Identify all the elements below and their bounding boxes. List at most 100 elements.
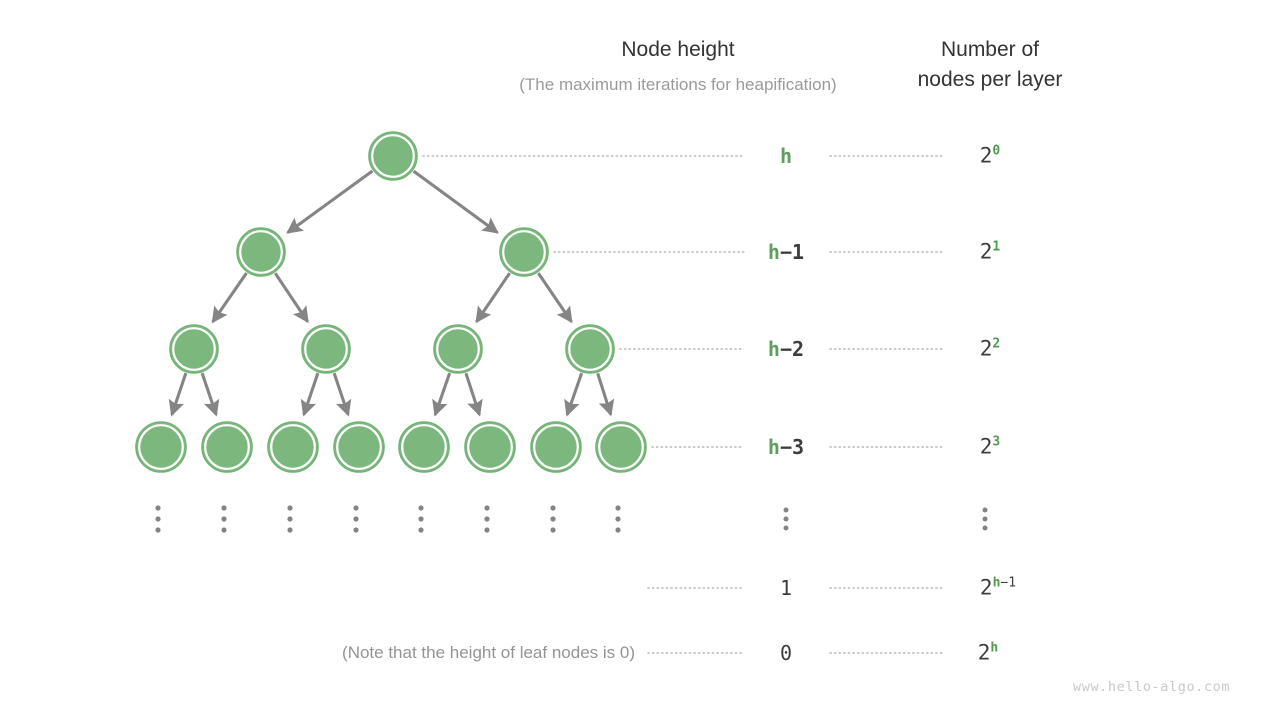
node-count-row-2-exp: 2 <box>992 336 1001 352</box>
tree-edge-arrow <box>564 372 584 417</box>
tree-edge-arrow <box>168 372 188 417</box>
tree-edge-arrow <box>200 372 220 417</box>
tree-node-layer2-2[interactable] <box>433 324 483 374</box>
tree-node-layer3-6[interactable] <box>530 421 582 473</box>
ellipsis-dot-1 <box>287 516 293 522</box>
tree-edges <box>168 169 615 417</box>
ellipsis-dot-2 <box>287 527 293 533</box>
tree-edge-arrow <box>537 272 573 324</box>
node-inner-ring <box>239 230 283 274</box>
tree-edge-arrow <box>432 372 452 417</box>
height-label-row-3: h−3 <box>768 435 804 459</box>
node-core <box>439 330 477 368</box>
tree-ellipsis-col-6 <box>550 505 556 533</box>
ellipsis-height-column <box>783 507 789 531</box>
ellipsis-dot-0 <box>221 505 227 511</box>
node-core <box>601 427 641 467</box>
node-count-row-0-base: 2 <box>979 143 993 168</box>
node-core <box>470 427 510 467</box>
node-count-row-0: 20 <box>979 143 1001 168</box>
tree-node-layer3-2[interactable] <box>267 421 319 473</box>
ellipsis-dot-2 <box>550 527 556 533</box>
tree-node-layer3-1[interactable] <box>201 421 253 473</box>
ellipsis-dot-2 <box>353 527 359 533</box>
node-count-tail-0-base: 2 <box>979 575 993 600</box>
tree-ellipsis-col-1 <box>221 505 227 533</box>
node-core <box>404 427 444 467</box>
node-inner-ring <box>371 134 415 178</box>
tree-node-layer2-1[interactable] <box>301 324 351 374</box>
height-label-row-3-prefix: h <box>767 435 780 459</box>
tree-ellipsis-col-2 <box>287 505 293 533</box>
column-header-node-count-line2: nodes per layer <box>917 68 1063 91</box>
node-inner-ring <box>401 424 447 470</box>
node-count-tail-0-exp-plain: −1 <box>1000 575 1017 591</box>
height-label-row-2: h−2 <box>768 337 804 361</box>
node-core <box>242 233 280 271</box>
node-count-row-3: 23 <box>980 434 1001 458</box>
ellipsis-dot-0 <box>287 505 293 511</box>
tree-node-layer0-0[interactable] <box>368 131 418 181</box>
tree-node-layer3-7[interactable] <box>595 421 647 473</box>
column-header-node-height: Node height <box>621 38 735 61</box>
ellipsis-dot-0 <box>484 505 490 511</box>
height-label-row-1-prefix: h <box>767 240 780 264</box>
height-label-row-3-suffix: −3 <box>779 435 805 459</box>
tree-node-layer1-1[interactable] <box>499 227 549 277</box>
ellipsis-dot-1 <box>353 516 359 522</box>
node-count-row-1-exp: 1 <box>992 239 1001 255</box>
node-count-tail-0: 2h−1 <box>979 575 1017 600</box>
node-inner-ring <box>568 327 612 371</box>
height-label-row-2-prefix: h <box>767 337 780 361</box>
tree-nodes <box>135 131 647 473</box>
node-count-row-3-exp: 3 <box>992 434 1001 450</box>
ellipsis-dot-2 <box>615 527 621 533</box>
node-inner-ring <box>533 424 579 470</box>
height-label-row-2-suffix: −2 <box>779 337 805 361</box>
node-count-row-2: 22 <box>979 336 1001 361</box>
tree-node-layer1-0[interactable] <box>236 227 286 277</box>
node-core <box>339 427 379 467</box>
node-core <box>536 427 576 467</box>
ellipsis-dot-2 <box>418 527 424 533</box>
ellipsis-dot-0 <box>418 505 424 511</box>
height-label-row-1-suffix: −1 <box>779 240 805 264</box>
height-label-tail-0: 1 <box>779 576 793 600</box>
leader-lines <box>422 155 945 654</box>
tree-ellipsis-col-3 <box>353 505 359 533</box>
node-core <box>307 330 345 368</box>
column-header-node-count-line1: Number of <box>940 38 1040 61</box>
tree-ellipsis-col-0 <box>155 505 161 533</box>
height-label-row-0-prefix: h <box>779 144 793 168</box>
tree-node-layer3-3[interactable] <box>333 421 385 473</box>
column-subheader-node-height: (The maximum iterations for heapificatio… <box>519 75 837 94</box>
node-count-row-2-base: 2 <box>979 336 993 361</box>
node-inner-ring <box>270 424 316 470</box>
node-inner-ring <box>204 424 250 470</box>
ellipsis-dot-0 <box>155 505 161 511</box>
tree-ellipsis-col-7 <box>615 505 621 533</box>
node-core <box>571 330 609 368</box>
ellipsis-dot-1 <box>221 516 227 522</box>
tree-node-layer2-3[interactable] <box>565 324 615 374</box>
tree-edge-arrow <box>412 169 499 234</box>
tree-node-layer3-4[interactable] <box>398 421 450 473</box>
ellipsis-count-column <box>982 507 988 531</box>
ellipsis-dot-1 <box>615 516 621 522</box>
node-inner-ring <box>304 327 348 371</box>
node-count-row-0-exp: 0 <box>992 143 1001 159</box>
tree-edge-arrow <box>475 272 511 324</box>
node-count-row-1-base: 2 <box>979 239 993 264</box>
tree-ellipsis-col-5 <box>484 505 490 533</box>
node-core <box>505 233 543 271</box>
ellipsis-dot-2 <box>484 527 490 533</box>
ellipsis-dot-1 <box>484 516 490 522</box>
node-inner-ring <box>172 327 216 371</box>
ellipsis-dot-2 <box>155 527 161 533</box>
tree-node-layer3-0[interactable] <box>135 421 187 473</box>
tree-node-layer3-5[interactable] <box>464 421 516 473</box>
ellipsis-dot-0 <box>550 505 556 511</box>
ellipsis-dot-0 <box>615 505 621 511</box>
tree-node-layer2-0[interactable] <box>169 324 219 374</box>
